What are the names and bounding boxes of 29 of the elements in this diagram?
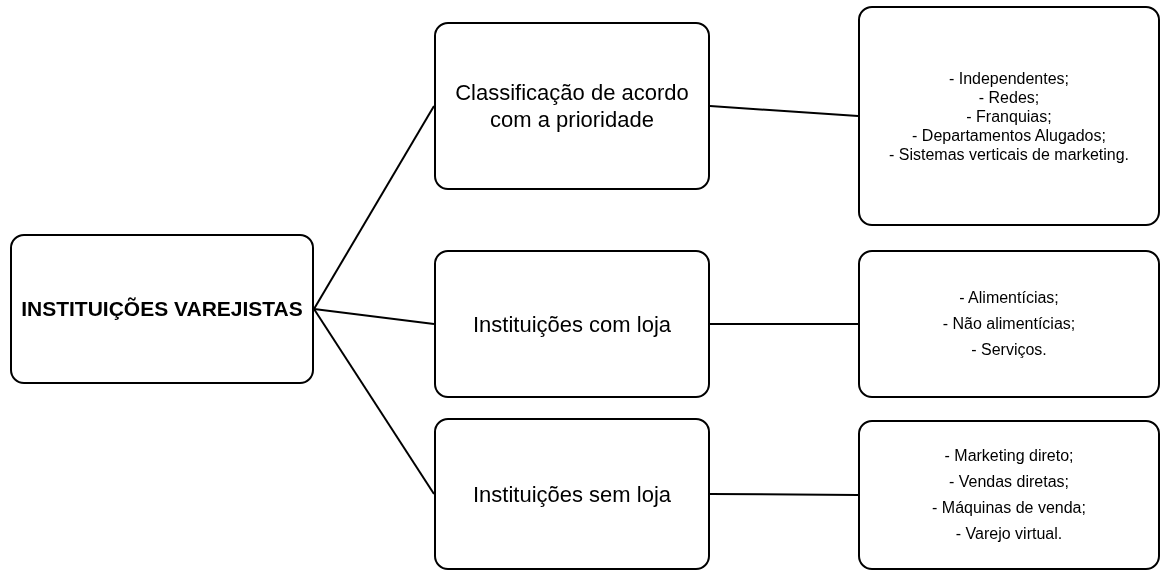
- list-item: - Sistemas verticais de marketing.: [888, 144, 1130, 164]
- list-box: [858, 420, 1160, 570]
- node-label: INSTITUIÇÕES VAREJISTAS: [21, 297, 303, 321]
- list-item: - Máquinas de venda;: [932, 498, 1086, 518]
- node-label: Instituições com loja: [472, 310, 672, 338]
- connector-line: [709, 493, 859, 496]
- category-box: [434, 250, 710, 398]
- list-item: - Marketing direto;: [944, 446, 1074, 466]
- category-box: [434, 22, 710, 190]
- list-box: [858, 250, 1160, 398]
- connector-line: [313, 308, 435, 495]
- list-item: - Varejo virtual.: [955, 524, 1063, 544]
- node-label: Classificação de acordo com a prioridade: [454, 79, 690, 133]
- list-item: - Alimentícias;: [959, 288, 1059, 308]
- list-item: - Departamentos Alugados;: [912, 125, 1106, 145]
- connector-line: [313, 308, 435, 325]
- connector-line: [709, 105, 859, 117]
- list-item: - Franquias;: [966, 106, 1052, 126]
- list-item: - Redes;: [978, 87, 1040, 107]
- root-box: [10, 234, 314, 384]
- list-item: - Vendas diretas;: [948, 472, 1070, 492]
- list-item: - Serviços.: [971, 340, 1047, 360]
- category-box: [434, 418, 710, 570]
- list-item: - Não alimentícias;: [942, 314, 1076, 334]
- connector-line: [709, 323, 859, 325]
- connector-line: [313, 105, 435, 310]
- list-box: [858, 6, 1160, 226]
- node-label: Instituições sem loja: [472, 480, 672, 508]
- list-item: - Independentes;: [948, 68, 1070, 88]
